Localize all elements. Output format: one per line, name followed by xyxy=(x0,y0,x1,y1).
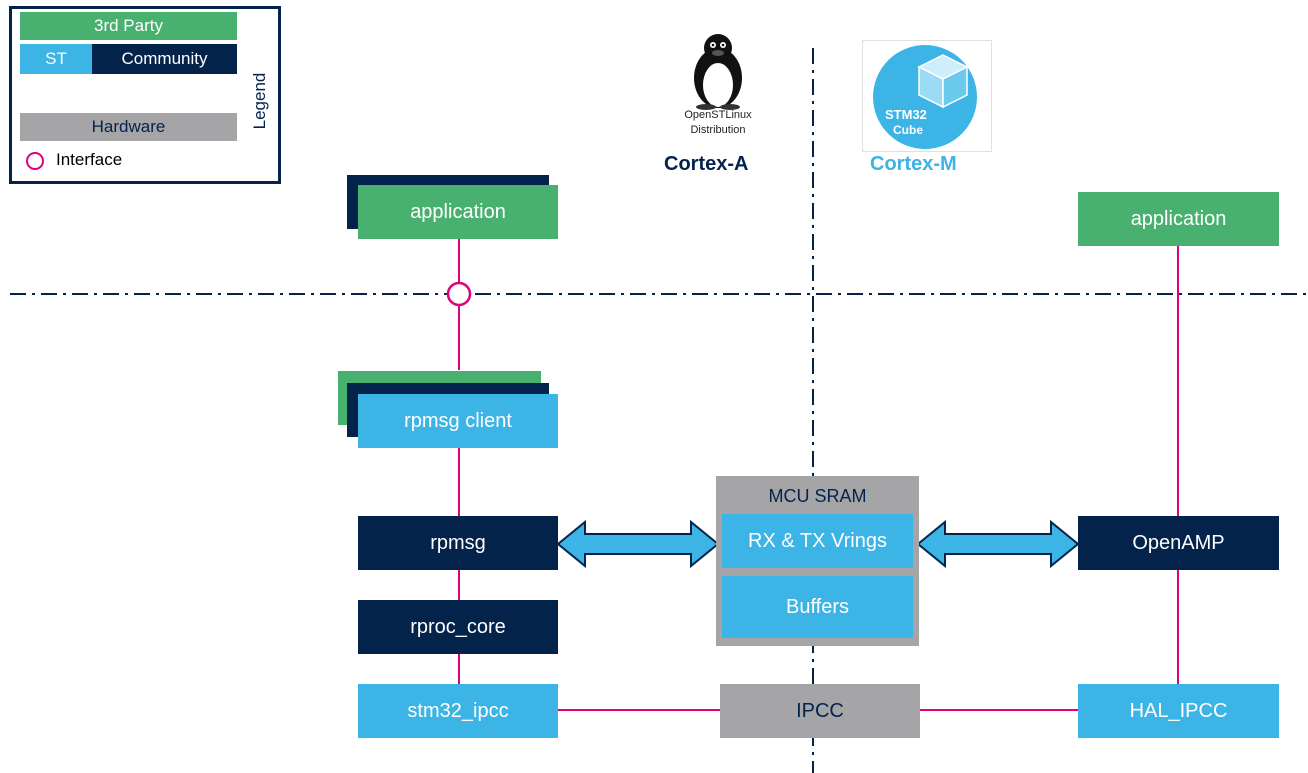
legend-interface-icon xyxy=(26,152,44,170)
ipcc: IPCC xyxy=(720,684,920,738)
cortex-m-application: application xyxy=(1078,192,1279,246)
cube-icon xyxy=(917,54,969,109)
rpmsg-client: rpmsg client xyxy=(358,394,558,448)
legend-hardware: Hardware xyxy=(20,113,237,141)
hal-ipcc: HAL_IPCC xyxy=(1078,684,1279,738)
interface-circle xyxy=(446,281,472,307)
openstlinux-text: OpenSTLinux xyxy=(684,109,752,121)
distribution-text: Distribution xyxy=(690,124,746,136)
openamp: OpenAMP xyxy=(1078,516,1279,570)
mcu-sram-block: MCU SRAM RX & TX Vrings Buffers xyxy=(716,476,919,646)
legend-third-party: 3rd Party xyxy=(20,12,237,40)
tux-penguin-icon xyxy=(694,34,742,110)
cube-text: Cube xyxy=(893,123,923,137)
buffers: Buffers xyxy=(722,576,913,638)
legend-title: Legend xyxy=(250,72,269,130)
legend-community: Community xyxy=(92,44,237,74)
mcu-sram-label: MCU SRAM xyxy=(768,486,867,506)
rx-tx-vrings: RX & TX Vrings xyxy=(722,514,913,568)
cortex-a-title: Cortex-A xyxy=(664,153,749,175)
double-arrow-right xyxy=(916,519,1080,569)
rpmsg: rpmsg xyxy=(358,516,558,570)
cortex-a-application: application xyxy=(358,185,558,239)
rproc-core: rproc_core xyxy=(358,600,558,654)
cortex-m-title: Cortex-M xyxy=(870,153,957,175)
openstlinux-logo: OpenSTLinux Distribution xyxy=(668,30,768,140)
stm32-text: STM32 xyxy=(885,107,927,122)
double-arrow-left xyxy=(556,519,720,569)
stm32-ipcc: stm32_ipcc xyxy=(358,684,558,738)
legend-st: ST xyxy=(20,44,92,74)
legend-interface-label: Interface xyxy=(56,150,123,169)
stm32cube-logo: STM32 Cube xyxy=(862,40,992,152)
legend: 3rd Party ST Community Hardware Interfac… xyxy=(9,6,281,184)
